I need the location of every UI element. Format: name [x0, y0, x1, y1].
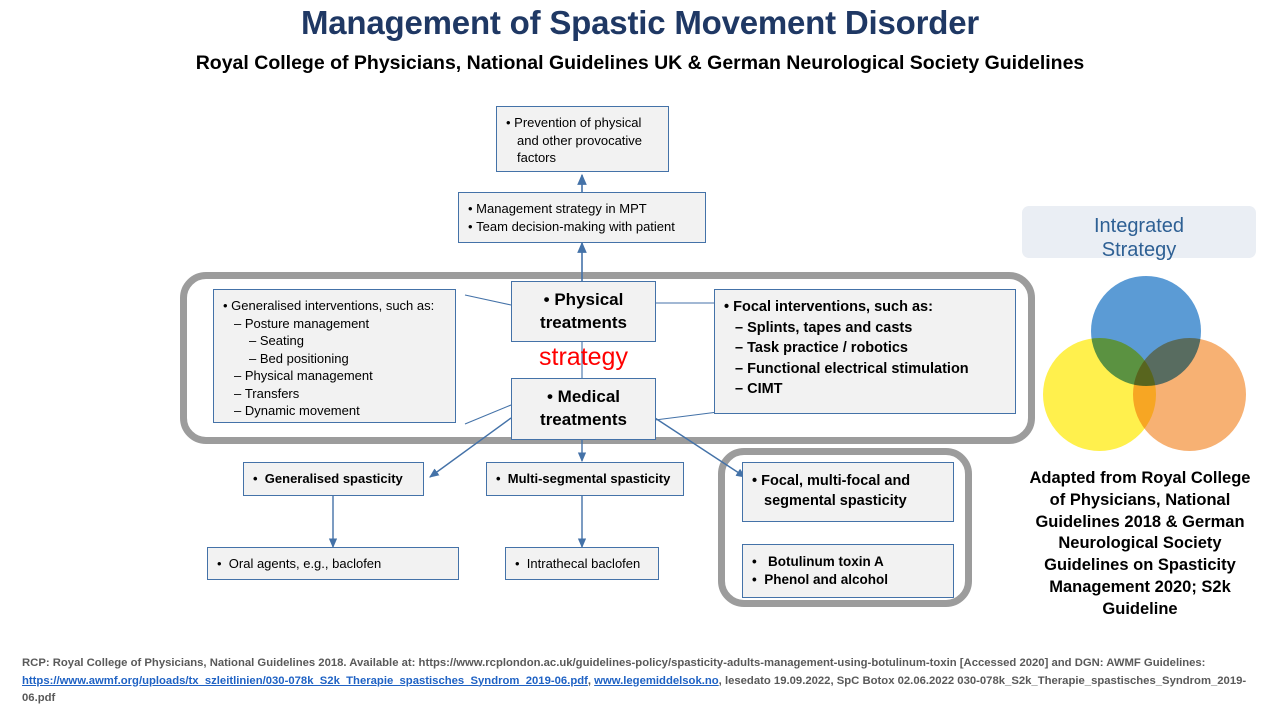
- generalised-item: Posture management: [223, 315, 446, 333]
- focal-group-enclosure: [718, 448, 972, 607]
- box-management-strategy[interactable]: Management strategy in MPT Team decision…: [458, 192, 706, 243]
- oral-agents-label: Oral agents, e.g., baclofen: [217, 555, 381, 573]
- focal-spasticity-line-1: • Focal, multi-focal and: [752, 473, 911, 490]
- generalised-item: Seating: [223, 332, 446, 350]
- treatments-group-enclosure: [180, 272, 1035, 444]
- prevention-line-2: and other provocative: [517, 132, 643, 148]
- footer-part-1: RCP: Royal College of Physicians, Nation…: [22, 657, 1206, 669]
- adapted-from-text: Adapted from Royal College of Physicians…: [1029, 469, 1251, 618]
- focal-item: CIMT: [724, 379, 1006, 400]
- focal-drug-item: • Phenol and alcohol: [752, 572, 888, 587]
- focal-spasticity-line-2: segmental spasticity: [764, 493, 907, 509]
- generalised-heading: Generalised interventions, such as:: [223, 297, 446, 315]
- box-focal-interventions[interactable]: Focal interventions, such as: Splints, t…: [714, 289, 1016, 414]
- box-oral-agents[interactable]: Oral agents, e.g., baclofen: [207, 547, 459, 580]
- medical-treatments-line-2: treatments: [540, 410, 627, 429]
- box-generalised-spasticity[interactable]: Generalised spasticity: [243, 462, 424, 496]
- integrated-line-2: Strategy: [1101, 239, 1177, 262]
- integrated-line-1: Integrated: [1093, 215, 1185, 237]
- physical-treatments-line-2: treatments: [540, 312, 627, 332]
- box-multi-segmental-spasticity[interactable]: Multi-segmental spasticity: [486, 462, 684, 496]
- physical-treatments-line-1: • Physical: [543, 289, 624, 309]
- medical-treatments-line-1: • Medical: [546, 387, 621, 407]
- box-focal-drugs[interactable]: • Botulinum toxin A • Phenol and alcohol: [742, 544, 954, 598]
- integrated-strategy-label: Integrated Strategy: [1022, 206, 1256, 261]
- box-generalised-interventions[interactable]: Generalised interventions, such as: Post…: [213, 289, 456, 423]
- management-line-2: Team decision-making with patient: [468, 218, 696, 236]
- strategy-annotation: strategy: [539, 343, 628, 371]
- venn-diagram: [1043, 276, 1246, 452]
- focal-drug-item: • Botulinum toxin A: [752, 553, 884, 569]
- focal-item: Task practice / robotics: [724, 338, 1006, 359]
- page-title: Management of Spastic Movement Disorder: [300, 4, 979, 41]
- footer-link-awmf[interactable]: https://www.awmf.org/uploads/tx_szleitli…: [22, 674, 588, 687]
- focal-item: Functional electrical stimulation: [724, 359, 1006, 380]
- generalised-item: Dynamic movement: [223, 402, 446, 420]
- generalised-item: Bed positioning: [223, 350, 446, 368]
- prevention-line-3: factors: [517, 150, 557, 166]
- page-subtitle: Royal College of Physicians, National Gu…: [195, 52, 1085, 74]
- prevention-line-1: Prevention of physical: [506, 114, 659, 132]
- box-physical-treatments[interactable]: • Physical treatments: [511, 281, 656, 342]
- box-focal-spasticity[interactable]: • Focal, multi-focal and segmental spast…: [742, 462, 954, 522]
- generalised-item: Transfers: [223, 385, 446, 403]
- generalised-spasticity-label: Generalised spasticity: [253, 470, 403, 488]
- footer-citation: RCP: Royal College of Physicians, Nation…: [22, 655, 1272, 708]
- footer-part-2: , lesedato 19.09.2022, SpC Botox 02.06.2…: [22, 674, 1247, 705]
- footer-separator: ,: [587, 674, 595, 687]
- box-medical-treatments[interactable]: • Medical treatments: [511, 378, 656, 440]
- venn-circle-orange: [1133, 338, 1246, 451]
- multi-segmental-label: Multi-segmental spasticity: [496, 470, 671, 488]
- footer-link-legemiddelsok[interactable]: www.legemiddelsok.no: [594, 674, 719, 687]
- management-line-1: Management strategy in MPT: [468, 200, 696, 218]
- focal-heading: Focal interventions, such as:: [724, 297, 1006, 318]
- focal-item: Splints, tapes and casts: [724, 318, 1006, 339]
- intrathecal-label: Intrathecal baclofen: [515, 555, 640, 573]
- box-prevention[interactable]: Prevention of physical and other provoca…: [496, 106, 669, 172]
- box-intrathecal-baclofen[interactable]: Intrathecal baclofen: [505, 547, 659, 580]
- generalised-item: Physical management: [223, 367, 446, 385]
